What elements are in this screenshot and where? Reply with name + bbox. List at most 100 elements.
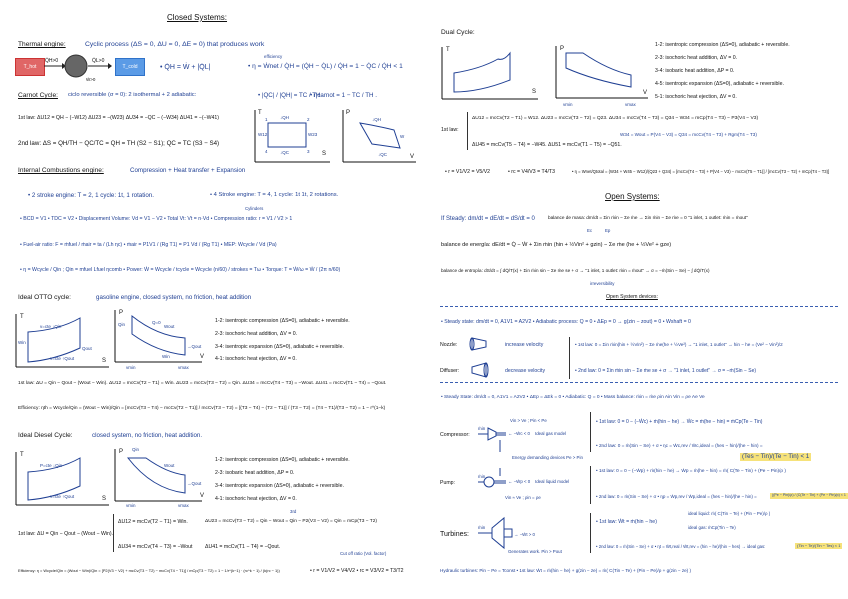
point-label: 1 [265, 117, 268, 122]
nozzle-desc: increase velocity [505, 342, 544, 348]
dual-row1: ΔU12 = mcCv(T2 − T1) = W12. ΔU23 = mcCv(… [472, 116, 759, 121]
t-axis-label: T [20, 314, 24, 320]
turbine-label: Turbines: [440, 531, 469, 538]
open-systems-title: Open Systems: [605, 192, 660, 201]
pump-model: Ideal liquid model [535, 479, 570, 484]
t-axis-label: T [446, 47, 450, 53]
s-axis-label: S [102, 496, 106, 502]
mass-balance: balance de masa: dm/dt = Σin ṁin − Σe ṁe… [548, 215, 748, 220]
vmin-label: vmin [126, 503, 136, 508]
diesel-u34: ΔU34 = mcCv(T4 − T3) = −Wout [118, 544, 193, 550]
diesel-step: 1-2: isentropic compression (ΔS=0), adia… [215, 457, 350, 463]
devices-title: Open System devices: [606, 294, 658, 300]
inflow-label: ṁin [478, 474, 486, 479]
turbine-ideal-liquid: ideal liquid: ṁ( C(Tin − Te) + (Pin − Pe… [688, 511, 771, 516]
dual-rc: • rc = V4/V3 = T4/T3 [508, 169, 555, 175]
ec-label: Ec [587, 228, 593, 233]
ice-label: Internal Combustions engine: [18, 167, 104, 174]
diesel-note: 3rd [290, 509, 297, 514]
w-label: W [400, 134, 405, 139]
q-zero-label: Q=0 [152, 320, 161, 325]
point-label: 2 [307, 117, 310, 122]
v-axis-label: V [643, 90, 647, 96]
dual-step: 5-1: isochoric heat ejection, ΔV = 0. [655, 94, 737, 100]
wout-label: Wout [164, 463, 175, 468]
pump-icon: ṁin [478, 468, 506, 488]
ep-label: Ep [605, 228, 611, 233]
vmax-label: vmax [625, 102, 637, 107]
divider [590, 513, 591, 553]
pump-second-law: • 2nd law: 0 = ṁ(Sin − Se) + σ • ηp = Ẇp… [596, 494, 757, 499]
qc-label: ↓QC [280, 150, 290, 155]
divider [590, 412, 591, 452]
diesel-first-law: 1st law: ΔU = Qin − Qout − (Wout − Win). [18, 531, 114, 537]
diesel-pv-diagram: P V vmin vmax Qin →Qout Wout [114, 447, 204, 508]
p-axis-label: P [346, 110, 350, 116]
energy-balance-eq: • Q̇H = Ẇ + |Q̇L| [160, 64, 211, 71]
pump-work: ← −Ẇp < 0 [508, 479, 531, 484]
w-label: Ẇ>0 [86, 76, 96, 82]
diesel-u12: ΔU12 = mcCv(T2 − T1) = Win. [118, 519, 188, 525]
efficiency-eq: • η = Ẇnet / Q̇H = (Q̇H − Q̇L) / Q̇H = 1… [248, 63, 403, 70]
fuel-air-ratio: • Fuel-air ratio: F = ṁfuel / ṁair = ta … [20, 242, 277, 248]
diesel-label: Ideal Diesel Cycle: [18, 432, 73, 439]
otto-first-law: 1st law: ΔU = Qin − Qout − (Wout − Win).… [18, 381, 387, 386]
p-axis-label: P [119, 449, 123, 455]
process-label: v=cte ↑Qout [50, 356, 75, 361]
point-label: 3 [307, 149, 310, 154]
steady-condition: If Steady: dm/dt = dE/dt = dS/dt = 0 [441, 216, 535, 222]
diesel-ts-diagram: T S P=cte ↓Qin v=cte ↑Qout [15, 452, 109, 506]
cold-reservoir: T_cold [115, 58, 145, 76]
compressor-efficiency-highlight: (Tes − Tin)/(Te − Tin) < 1 [740, 453, 812, 462]
arrowhead-icon [108, 63, 112, 69]
turbine-first-law: • 1st law: Ẇt = ṁ(hin − he) [596, 519, 657, 525]
dual-pv-path [565, 52, 632, 88]
pump-label: Pump: [440, 480, 455, 486]
divider [569, 337, 570, 379]
divider [113, 514, 114, 552]
efficiency-note: efficiency [264, 54, 283, 59]
power-torque: • η = Wcycle / Qin ; Qin = mfuel Lfuel η… [20, 267, 341, 273]
nozzle-label: Nozzle: [440, 342, 458, 348]
divider [590, 466, 591, 504]
win-label: Win [162, 354, 170, 359]
t-axis-label: T [258, 110, 262, 116]
pump-first-law: • 1st law: 0 = 0 − (−Ẇp) + ṁ(hin − he) →… [596, 468, 786, 473]
dual-step: 3-4: isobaric heat addition, ΔP = 0. [655, 68, 735, 74]
dual-ts-path [453, 51, 511, 93]
vmin-label: vmin [126, 365, 136, 370]
dual-row2: ΔU45 = mcCv(T5 − T4) = −W45. ΔU51 = mcCv… [472, 142, 622, 148]
v-axis-label: V [200, 354, 204, 360]
otto-step: 3-4: isentropic expansion (ΔS=0), adiaba… [215, 344, 344, 350]
diffuser-label: Diffuser: [440, 368, 460, 374]
compressor-work: ← −Ẇc < 0 [508, 431, 530, 436]
nozzle-first-law: • 1st law: 0 = Σin ṁin(hin + ½Vin²) − Σe… [575, 342, 783, 347]
compressor-first-law: • 1st law: 0 = 0 − (−Ẇc) + ṁ(hin − he) →… [596, 419, 763, 425]
dual-w34: W34 = Wout = P(V4 − V3) = Q34 = mcCv(T4 … [620, 132, 757, 137]
otto-step: 2-3: isochoric heat addition, ΔV = 0. [215, 331, 298, 337]
nozzle-second-law: • 2nd law: 0 = Σin ṁin sin − Σe ṁe se + … [575, 368, 757, 374]
dual-step: 1-2: isentropic compression (ΔS=0), adia… [655, 42, 790, 48]
carnot-first-law: 1st law: ΔU12 = QH − (−W12) ΔU23 = −(W23… [18, 115, 219, 121]
ql-label: Q̇L>0 [92, 57, 105, 64]
carnot-pv-path [359, 122, 401, 149]
qh-label: ↓QH [372, 117, 381, 122]
vmax-label: vmax [178, 365, 190, 370]
arrowhead-icon [62, 63, 66, 69]
qh-label: ↓QH [280, 115, 289, 120]
nozzle-steady: • Steady state: dm/dt = 0, A1V1 = A2V2 •… [441, 319, 691, 325]
vmax-label: vmax [178, 503, 190, 508]
thermal-engine-desc: Cyclic process (ΔS = 0, ΔU = 0, ΔE = 0) … [85, 41, 265, 48]
qin-label: Qin [118, 322, 126, 327]
closed-systems-title: Closed Systems: [167, 13, 228, 22]
s-axis-label: S [102, 358, 106, 364]
carnot-pv-diagrams: P V ↓QH ↓QC W [342, 110, 416, 163]
compressor-conditions: Vin > Ve ; Pin < Pe [510, 418, 547, 423]
volume-definitions: • BCD = V1 • TDC = V2 • Displacement Vol… [20, 216, 293, 222]
diesel-step: 3-4: isentropic expansion (ΔS=0), adiaba… [215, 483, 344, 489]
vmin-label: vmin [563, 102, 573, 107]
carnot-desc: ciclo reversible (σ = 0): 2 isothermal +… [68, 92, 197, 98]
diesel-step: 2-3: isobaric heat addition, ΔP = 0. [215, 470, 295, 476]
engine-circle [64, 54, 88, 78]
qout-label: Qout [82, 346, 93, 351]
